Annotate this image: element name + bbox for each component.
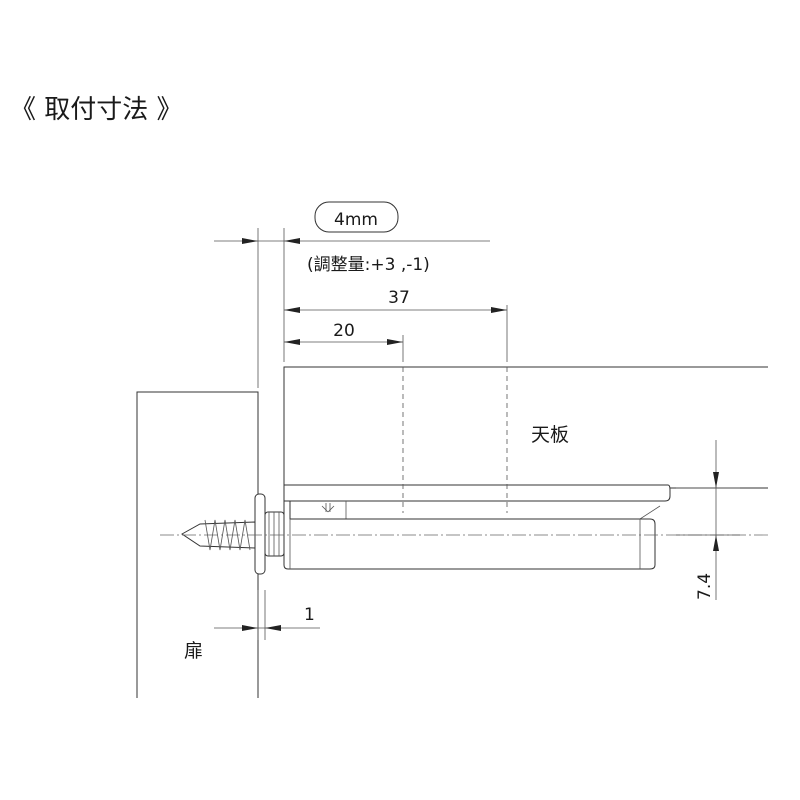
drawing-title: 《 取付寸法 》	[10, 95, 183, 125]
top-panel: 天板	[283, 366, 768, 489]
dim-7-4-label: 7.4	[695, 573, 715, 600]
adjust-badge	[314, 201, 399, 233]
dim-37-label: 37	[388, 288, 410, 308]
plunger	[264, 511, 285, 557]
top-panel-label: 天板	[531, 424, 569, 446]
direction-mark	[321, 503, 335, 513]
adjust-note: (調整量:+3 ,-1)	[307, 255, 430, 275]
dimension-7-4: 7.4	[695, 440, 719, 600]
dim-1-label: 1	[304, 605, 315, 625]
extension-lines	[257, 228, 740, 640]
dimension-37: 37	[284, 288, 507, 313]
adjust-value: 4mm	[334, 210, 378, 230]
door-label: 扉	[184, 640, 203, 662]
strike-plate	[254, 493, 266, 575]
dim-20-label: 20	[333, 321, 355, 341]
catch-body	[254, 484, 671, 575]
dimension-4mm: 4mm (調整量:+3 ,-1)	[214, 201, 490, 275]
dimension-20: 20	[284, 321, 403, 345]
dimension-1: 1	[214, 590, 320, 640]
